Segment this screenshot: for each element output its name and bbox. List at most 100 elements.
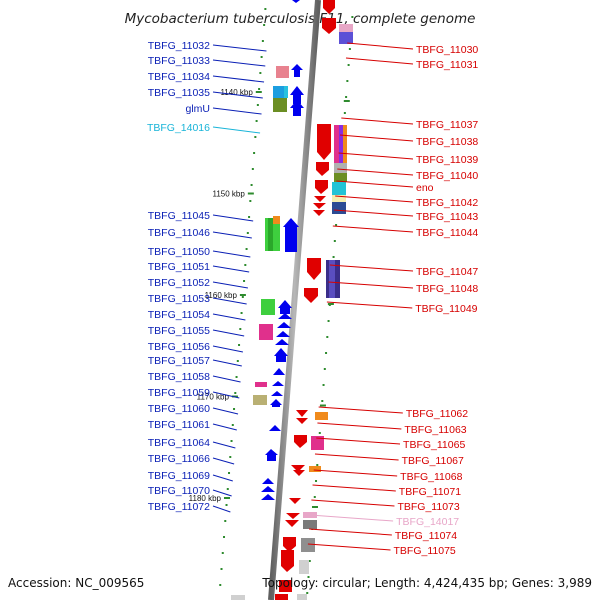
feature-block bbox=[303, 512, 317, 518]
gene-arrow bbox=[314, 196, 326, 202]
feature-block bbox=[339, 32, 353, 44]
gene-arrow bbox=[315, 180, 328, 194]
leader-line bbox=[338, 152, 414, 160]
tick-mark bbox=[313, 496, 316, 498]
right-gene-labels: TBFG_11030TBFG_11031TBFG_11037TBFG_11038… bbox=[394, 44, 479, 557]
leader-line bbox=[317, 422, 402, 430]
leader-line bbox=[347, 42, 414, 50]
gene-arrow bbox=[276, 331, 290, 337]
feature-block bbox=[268, 218, 273, 251]
gene-label-left: TBFG_11032 bbox=[148, 40, 210, 52]
leader-line bbox=[212, 407, 239, 415]
gene-arrow bbox=[283, 218, 299, 252]
gene-label-right: TBFG_11047 bbox=[416, 266, 478, 278]
gene-label-left: TBFG_14016 bbox=[147, 122, 210, 134]
gene-arrow bbox=[294, 435, 307, 448]
gene-label-right: TBFG_11044 bbox=[416, 227, 478, 239]
leader-line bbox=[341, 117, 414, 125]
leader-line bbox=[332, 225, 414, 233]
gene-arrow bbox=[293, 470, 305, 476]
left-leader-lines bbox=[212, 44, 267, 513]
gene-label-right: TBFG_11068 bbox=[400, 471, 462, 483]
tick-mark bbox=[259, 72, 262, 74]
gene-arrow bbox=[289, 498, 301, 504]
scale-tick bbox=[239, 294, 246, 296]
gene-label-right: TBFG_11031 bbox=[416, 59, 478, 71]
feature-block bbox=[273, 86, 287, 98]
leader-line bbox=[212, 359, 242, 367]
feature-block bbox=[343, 125, 347, 163]
leader-line bbox=[311, 499, 395, 507]
gene-label-left: TBFG_11045 bbox=[148, 210, 210, 222]
scale-tick bbox=[343, 100, 350, 102]
scale-label: 1180 kbp bbox=[189, 494, 222, 503]
tick-mark bbox=[255, 120, 258, 122]
feature-block bbox=[231, 595, 245, 600]
tick-mark bbox=[254, 136, 257, 138]
gene-arrow bbox=[316, 162, 329, 176]
tick-mark bbox=[264, 8, 267, 10]
leader-line bbox=[316, 437, 401, 445]
tick-mark bbox=[249, 200, 252, 202]
leader-line bbox=[212, 107, 262, 115]
feature-block bbox=[276, 66, 289, 78]
tick-mark bbox=[315, 480, 318, 482]
genome-summary-text: Topology: circular; Length: 4,424,435 bp… bbox=[261, 576, 592, 590]
feature-block bbox=[334, 173, 347, 182]
scale-label: 1140 kbp bbox=[220, 88, 253, 97]
leader-line bbox=[212, 375, 241, 383]
tick-mark bbox=[263, 24, 266, 26]
gene-label-left: TBFG_11059 bbox=[148, 387, 210, 399]
gene-label-left: TBFG_11066 bbox=[148, 453, 210, 465]
feature-block bbox=[311, 436, 324, 450]
gene-arrow bbox=[277, 322, 291, 328]
feature-block bbox=[253, 395, 267, 405]
right-leader-lines bbox=[307, 42, 414, 551]
leader-line bbox=[212, 250, 251, 258]
gene-arrow bbox=[270, 399, 282, 407]
left-strand-features bbox=[253, 66, 289, 405]
feature-block bbox=[334, 163, 347, 173]
scale-tick bbox=[255, 91, 262, 93]
tick-mark bbox=[348, 48, 351, 50]
gene-label-left: TBFG_11064 bbox=[148, 437, 210, 449]
leader-line bbox=[212, 281, 248, 289]
gene-arrow bbox=[304, 288, 318, 303]
tick-mark bbox=[240, 312, 243, 314]
tick-mark bbox=[225, 504, 228, 506]
feature-block bbox=[299, 560, 309, 574]
gene-arrow bbox=[290, 100, 304, 116]
tick-mark bbox=[248, 216, 251, 218]
leader-line bbox=[212, 345, 243, 353]
gene-label-right: TBFG_11065 bbox=[403, 439, 465, 451]
tick-mark bbox=[325, 352, 328, 354]
leader-line bbox=[212, 457, 235, 465]
tick-mark bbox=[230, 440, 233, 442]
gene-label-right: TBFG_11042 bbox=[416, 197, 478, 209]
feature-block bbox=[329, 260, 335, 298]
leader-line bbox=[339, 134, 414, 142]
leader-line bbox=[212, 297, 247, 305]
gene-label-right: TBFG_11040 bbox=[416, 170, 478, 182]
tick-mark bbox=[219, 584, 222, 586]
tick-mark bbox=[346, 80, 349, 82]
leader-line bbox=[212, 423, 237, 431]
gene-arrow bbox=[317, 124, 331, 160]
feature-block bbox=[339, 24, 353, 32]
leader-line bbox=[318, 406, 403, 414]
leader-line bbox=[212, 265, 250, 273]
leader-line bbox=[313, 469, 398, 477]
gene-arrow bbox=[285, 520, 299, 527]
leader-line bbox=[212, 91, 263, 99]
gene-arrow bbox=[323, 0, 335, 14]
feature-block bbox=[315, 412, 328, 420]
feature-block bbox=[301, 538, 315, 552]
tick-mark bbox=[333, 240, 336, 242]
gene-label-right: TBFG_11063 bbox=[404, 424, 466, 436]
gene-arrow bbox=[291, 465, 305, 472]
gene-label-right: TBFG_11075 bbox=[394, 545, 456, 557]
tick-mark bbox=[239, 328, 242, 330]
leader-line bbox=[212, 329, 245, 337]
leader-line bbox=[337, 168, 414, 176]
